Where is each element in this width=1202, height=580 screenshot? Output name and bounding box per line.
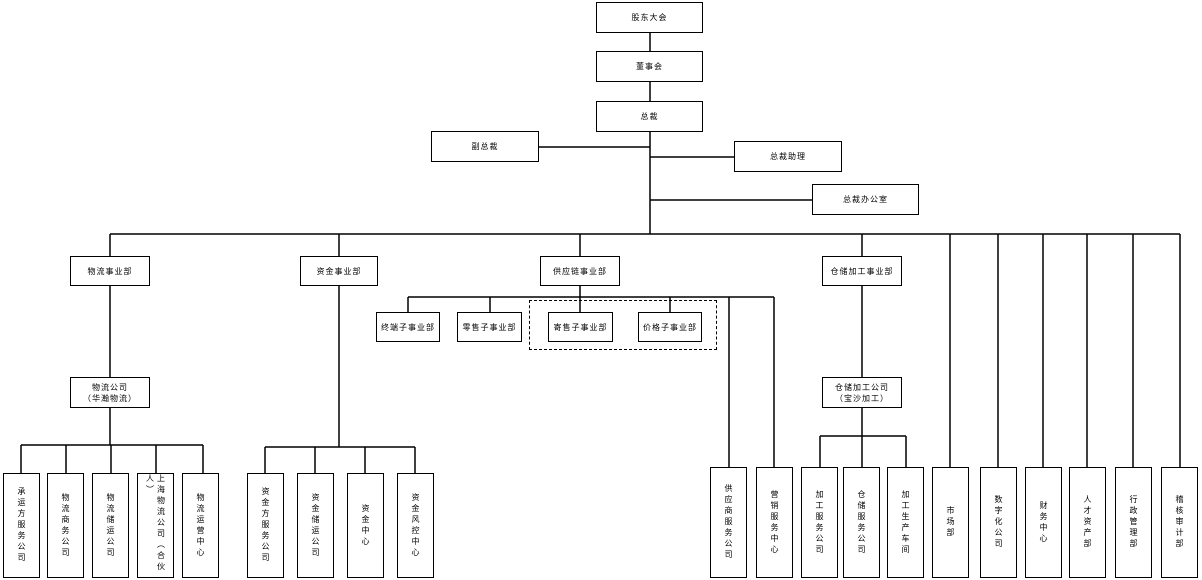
department-box: 财务中心 [1025,467,1062,578]
supply-sub-pricing: 价格子事业部 [638,312,702,342]
warehouse-unit-box: 仓储服务公司 [843,467,880,578]
assistant-box: 总裁助理 [734,141,842,172]
department-label: 市场部 [946,506,955,539]
logistics-unit-label: 上海物流公司（合伙人） [145,474,166,573]
division-logistics: 物流事业部 [70,256,150,286]
department-box: 稽核审计部 [1161,467,1198,578]
consignment-pricing-group [529,300,717,350]
supply-unit-box: 供应商服务公司 [710,467,747,578]
department-label: 数字化公司 [994,495,1003,550]
ceo-box: 总裁 [596,101,703,132]
warehouse-unit-box: 加工服务公司 [801,467,838,578]
logistics-unit-label: 承运方服务公司 [17,487,26,564]
logistics-unit-label: 物流商务公司 [61,492,70,559]
department-box: 行政管理部 [1115,467,1152,578]
supply-sub-retail: 零售子事业部 [457,312,522,342]
vp-box: 副总裁 [431,131,539,162]
warehouse-unit-label: 加工生产车间 [901,489,910,556]
finance-unit-label: 资金中心 [361,503,370,548]
division-supply: 供应链事业部 [540,256,620,286]
logistics-unit-box: 上海物流公司（合伙人） [137,473,174,578]
finance-unit-label: 资金方服务公司 [261,487,270,564]
supply-unit-label: 供应商服务公司 [724,484,733,561]
warehouse-unit-box: 加工生产车间 [887,467,924,578]
logistics-unit-box: 承运方服务公司 [3,473,40,578]
warehouse-unit-label: 仓储服务公司 [857,489,866,556]
department-label: 稽核审计部 [1175,495,1184,550]
logistics-unit-box: 物流运营中心 [182,473,219,578]
logistics-unit-label: 物流储运公司 [106,492,115,559]
finance-unit-box: 资金中心 [347,473,384,578]
department-label: 财务中心 [1039,500,1048,545]
logistics-unit-box: 物流储运公司 [92,473,129,578]
department-box: 市场部 [932,467,969,578]
department-label: 行政管理部 [1129,495,1138,550]
department-box: 数字化公司 [980,467,1017,578]
division-finance: 资金事业部 [300,256,378,286]
finance-unit-label: 资金风控中心 [411,492,420,559]
shareholders-box: 股东大会 [596,2,703,33]
warehouse-unit-label: 加工服务公司 [815,489,824,556]
department-label: 人才资产部 [1083,495,1092,550]
supply-sub-consignment: 寄售子事业部 [548,312,613,342]
finance-unit-label: 资金储运公司 [311,492,320,559]
supply-unit-box: 营销服务中心 [756,467,793,578]
warehouse-company-box: 仓储加工公司 （宝沙加工） [822,377,902,408]
department-box: 人才资产部 [1069,467,1106,578]
supply-sub-terminal: 终端子事业部 [376,312,440,342]
logistics-unit-box: 物流商务公司 [47,473,84,578]
logistics-unit-label: 物流运营中心 [196,492,205,559]
division-warehouse: 仓储加工事业部 [822,256,902,286]
finance-unit-box: 资金方服务公司 [247,473,284,578]
board-box: 董事会 [596,51,703,82]
supply-unit-label: 营销服务中心 [770,489,779,556]
finance-unit-box: 资金风控中心 [397,473,434,578]
office-box: 总裁办公室 [812,184,919,215]
logistics-company-box: 物流公司 （华瀚物流） [70,377,150,408]
finance-unit-box: 资金储运公司 [297,473,334,578]
